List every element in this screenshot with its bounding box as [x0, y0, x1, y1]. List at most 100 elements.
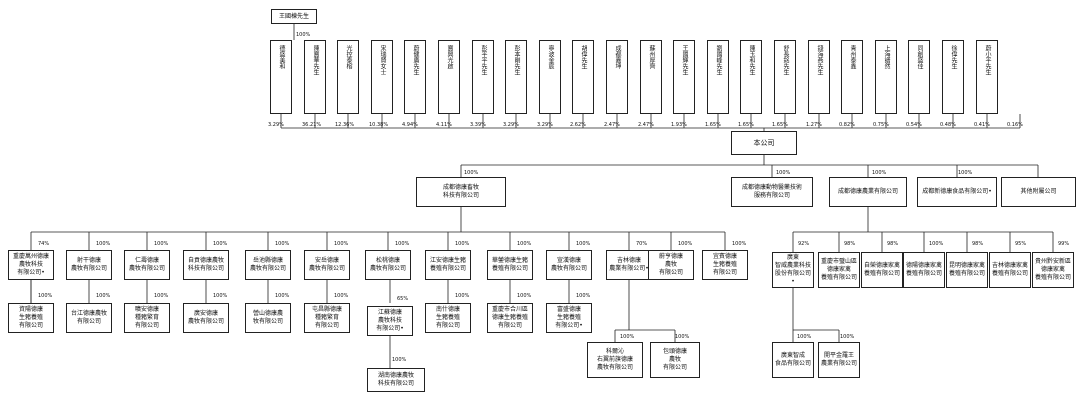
subsidiary-pct: 100% — [96, 241, 111, 247]
shareholder-name: 陳玉和先生 — [748, 45, 755, 75]
shareholder-pct: 0.75% — [873, 122, 889, 128]
subsidiary-box: 台江德康農牧 有限公司 — [66, 303, 112, 333]
subsidiary-pct: 65% — [397, 296, 409, 302]
subsidiary-pct: 100% — [678, 241, 693, 247]
shareholder-name: 蘇州厚齊 — [648, 45, 655, 69]
subsidiary-box-label: 岳池縣德康 農牧有限公司 — [249, 257, 286, 272]
subsidiary-box: 宣漢德康 農牧有限公司 — [546, 250, 592, 280]
subsidiary-box-label: 南什德康 生豬養殖 有限公司 — [435, 306, 460, 329]
shareholder-name: 陳寶華先生 — [312, 45, 319, 75]
subsidiary-box: 自榮德康家禽 養殖有限公司 — [861, 252, 903, 288]
subsidiary-box: 岳池縣德康 農牧有限公司 — [245, 250, 291, 280]
subsidiary-box-label: 德陽德康家禽 養殖有限公司 — [905, 262, 942, 277]
subsidiary-pct: 70% — [636, 241, 648, 247]
level1-label: 成都新德康食品有限公司• — [922, 188, 992, 195]
subsidiary-pct: 100% — [154, 293, 169, 299]
shareholder-pct: 4.94% — [402, 122, 418, 128]
subsidiary-pct: 100% — [797, 334, 812, 340]
subsidiary-box: 仁壽德康 農牧有限公司 — [124, 250, 170, 280]
subsidiary-box-label: 華鎣德康生豬 養殖有限公司 — [491, 257, 528, 272]
subsidiary-pct: 98% — [972, 241, 984, 247]
shareholder-pct: 2.47% — [604, 122, 620, 128]
subsidiary-box: 湖南德康農牧 科技有限公司 — [367, 368, 425, 392]
subsidiary-box: 重慶市璧山區 德康家禽 養殖有限公司 — [818, 252, 860, 288]
subsidiary-box: 江安德康生豬 養殖有限公司 — [425, 250, 471, 280]
shareholder-pct: 0.16% — [1007, 122, 1023, 128]
shareholder-name: 上海譜然 — [883, 45, 890, 69]
shareholder-box: 成都嘉坤 — [606, 40, 628, 114]
subsidiary-pct: 100% — [213, 241, 228, 247]
subsidiary-pct: 100% — [675, 334, 690, 340]
subsidiary-pct: 100% — [275, 241, 290, 247]
subsidiary-box-label: 曠安德康 種豬繁育 有限公司 — [134, 306, 159, 329]
shareholder-name: 徐偉先生 — [950, 45, 957, 69]
shareholder-pct: 2.47% — [638, 122, 654, 128]
shareholder-box: 寧波金宸 — [539, 40, 561, 114]
shareholder-name: 舒長銘先生 — [782, 45, 789, 75]
subsidiary-pct: 98% — [844, 241, 856, 247]
shareholder-pct: 4.11% — [436, 122, 452, 128]
subsidiary-box-label: 射干德康 農牧有限公司 — [70, 257, 107, 272]
subsidiary-pct: 100% — [929, 241, 944, 247]
subsidiary-box-label: 仁壽德康 農牧有限公司 — [128, 257, 165, 272]
subsidiary-box: 江蘇德康 農牧科技 有限公司• — [367, 306, 413, 336]
subsidiary-pct: 74% — [38, 241, 50, 247]
subsidiary-box-label: 廣東智成 食品有限公司 — [774, 352, 811, 367]
subsidiary-box-label: 資陽德康 生豬養殖 有限公司 — [18, 306, 43, 329]
shareholder-name: 劉國峰先生 — [715, 45, 722, 75]
subsidiary-box-label: 廣東 智威農業科技 股份有限公司• — [774, 254, 811, 285]
shareholder-box: 宋瑞賢女士 — [371, 40, 393, 114]
top-holder-name: 王國棟先生 — [278, 12, 309, 20]
subsidiary-box-label: 吉林德康家禽 養殖有限公司 — [991, 262, 1028, 277]
subsidiary-box-label: 重慶市合川區 德康生豬養殖 有限公司 — [491, 306, 528, 329]
subsidiary-pct: 99% — [1058, 241, 1070, 247]
shareholder-name: 寧波金宸 — [547, 45, 554, 69]
shareholder-pct: 1.65% — [772, 122, 788, 128]
shareholder-pct: 3.29% — [537, 122, 553, 128]
subsidiary-pct: 100% — [840, 334, 855, 340]
shareholder-box: 同創盛佳 — [908, 40, 930, 114]
subsidiary-pct: 100% — [620, 334, 635, 340]
level1-label: 成都德康農業有限公司 — [837, 188, 898, 195]
subsidiary-box: 重慶萬州德康 農牧科技 有限公司• — [8, 250, 54, 280]
subsidiary-box-label: 江蘇德康 農牧科技 有限公司• — [376, 309, 404, 332]
level1-box-1: 成都德康動物醫藥技術 服務有限公司 — [731, 177, 813, 207]
subsidiary-pct: 100% — [395, 241, 410, 247]
shareholder-name: 青州泰鑫 — [849, 45, 856, 69]
level1-pct: 100% — [872, 170, 887, 176]
subsidiary-box-label: 湖南德康農牧 科技有限公司 — [377, 372, 414, 387]
subsidiary-box-label: 富盛德康 生豬養殖 有限公司• — [555, 306, 583, 329]
shareholder-pct: 0.41% — [974, 122, 990, 128]
subsidiary-box-label: 自貢德康農牧 科技有限公司 — [187, 257, 224, 272]
shareholder-name: 蔚健廣先生 — [412, 45, 419, 75]
shareholder-box: 彭平平先生 — [472, 40, 494, 114]
shareholder-pct: 0.54% — [906, 122, 922, 128]
shareholder-name: 同創盛佳 — [916, 45, 923, 69]
shareholder-pct: 1.27% — [806, 122, 822, 128]
subsidiary-box-label: 昆明德康家禽 養殖有限公司 — [948, 262, 985, 277]
shareholder-pct: 0.82% — [839, 122, 855, 128]
subsidiary-pct: 100% — [576, 241, 591, 247]
subsidiary-pct: 100% — [455, 241, 470, 247]
subsidiary-pct: 100% — [334, 293, 349, 299]
shareholder-name: 光控泰榕 — [345, 45, 352, 69]
subsidiary-box: 貴州黔安新區 德康家禽 養殖有限公司 — [1032, 252, 1074, 288]
subsidiary-box: 松桃德康 農牧有限公司 — [365, 250, 411, 280]
shareholder-box: 陳玉和先生 — [740, 40, 762, 114]
subsidiary-box: 吉林德康 農業有限公司• — [606, 250, 652, 280]
subsidiary-pct: 95% — [1015, 241, 1027, 247]
subsidiary-pct: 100% — [275, 293, 290, 299]
subsidiary-box: 宜賓德康 生豬養殖 有限公司 — [702, 250, 748, 280]
subsidiary-pct: 100% — [96, 293, 111, 299]
subsidiary-box: 資陽德康 生豬養殖 有限公司 — [8, 303, 54, 333]
shareholder-name: 錢海燕先生 — [816, 45, 823, 75]
subsidiary-pct: 100% — [517, 241, 532, 247]
subsidiary-box-label: 自榮德康家禽 養殖有限公司 — [863, 262, 900, 277]
subsidiary-pct: 100% — [392, 357, 407, 363]
shareholder-box: 寶興光啟 — [438, 40, 460, 114]
subsidiary-box-label: 宣漢德康 農牧有限公司 — [550, 257, 587, 272]
subsidiary-box: 重慶市合川區 德康生豬養殖 有限公司 — [487, 303, 533, 333]
subsidiary-pct: 100% — [576, 293, 591, 299]
subsidiary-box: 南什德康 生豬養殖 有限公司 — [425, 303, 471, 333]
company-box: 本公司 — [731, 131, 797, 155]
